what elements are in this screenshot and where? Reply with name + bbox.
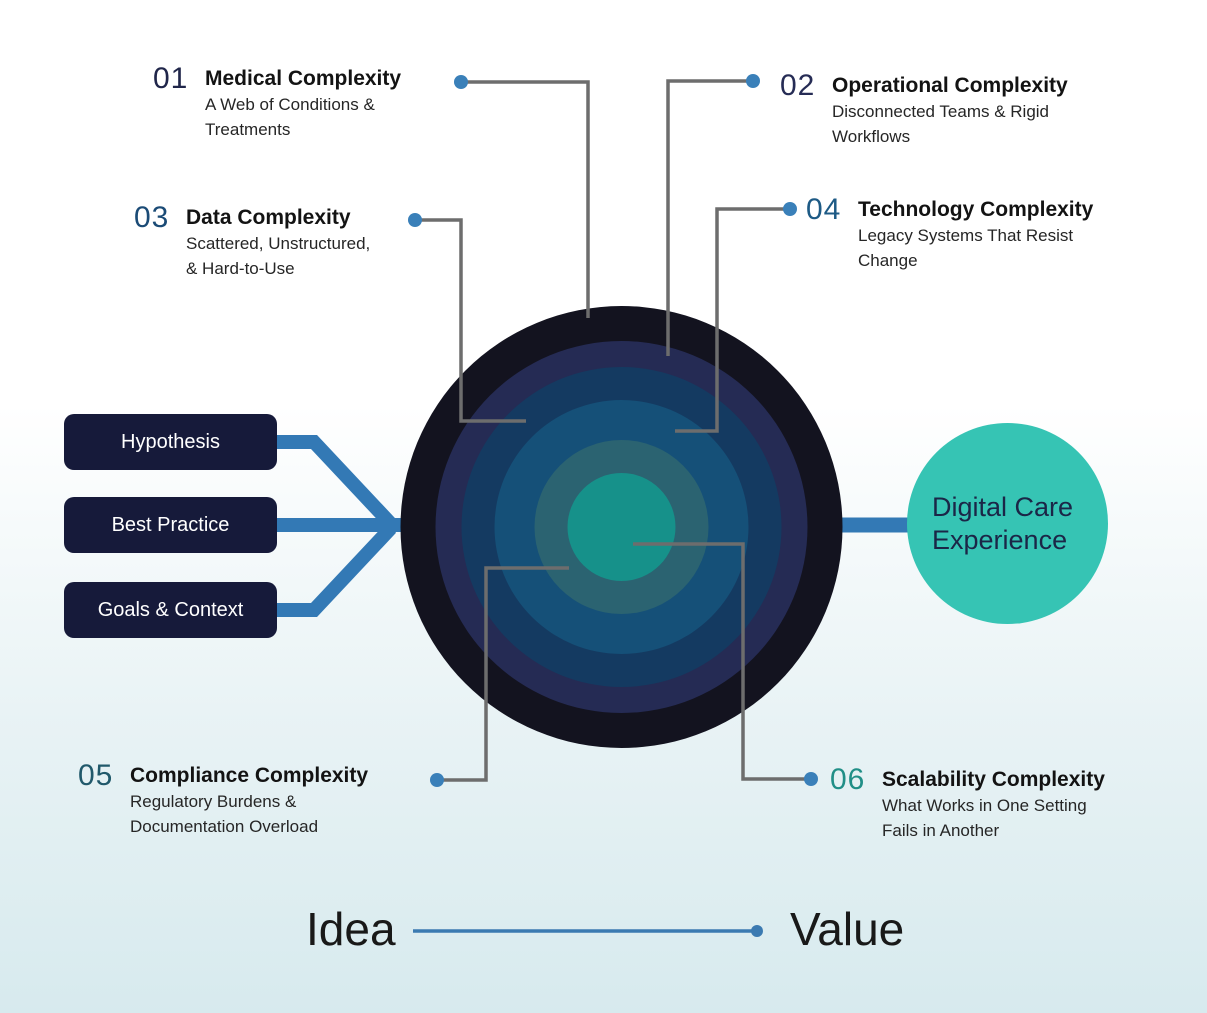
connector-02	[666, 79, 753, 356]
funnel-bottom-line	[277, 523, 397, 617]
flow-end-label: Value	[790, 903, 905, 955]
complexity-03-title: Data Complexity	[186, 206, 351, 229]
idea-value-line-group	[413, 925, 763, 937]
connector-06	[633, 542, 811, 781]
complexity-06-title: Scalability Complexity	[882, 768, 1105, 791]
complexity-04-number: 04	[806, 193, 842, 226]
complexity-02-number: 02	[780, 69, 816, 102]
output-circle-label: Digital Care Experience	[932, 491, 1074, 555]
complexity-label-02: 02 Operational Complexity Disconnected T…	[780, 71, 1068, 149]
connector-01	[461, 80, 590, 318]
input-box-best-practice-label: Best Practice	[111, 513, 230, 536]
callout-dots	[408, 74, 818, 787]
dot-05	[430, 773, 444, 787]
complexity-label-04: 04 Technology Complexity Legacy Systems …	[806, 195, 1093, 273]
flow-start-label: Idea	[306, 903, 396, 955]
connector-04	[675, 207, 790, 433]
output-circle-digital-care-experience: Digital Care Experience	[907, 423, 1108, 624]
input-funnel	[277, 435, 420, 617]
core-scalability-complexity	[567, 473, 676, 581]
connector-03	[415, 218, 526, 423]
connector-05	[437, 566, 569, 782]
complexity-01-subtitle: A Web of Conditions & Treatments	[205, 95, 375, 139]
input-box-goals-context: Goals & Context	[64, 582, 277, 638]
complexity-03-subtitle: Scattered, Unstructured, & Hard-to-Use	[186, 234, 371, 278]
complexity-03-number: 03	[134, 201, 170, 234]
dot-03	[408, 213, 422, 227]
complexity-06-subtitle: What Works in One Setting Fails in Anoth…	[882, 796, 1087, 840]
complexity-04-title: Technology Complexity	[858, 198, 1094, 221]
idea-value-endpoint-dot	[751, 925, 763, 937]
complexity-05-number: 05	[78, 759, 114, 792]
dot-04	[783, 202, 797, 216]
complexity-label-01: 01 Medical Complexity A Web of Condition…	[153, 64, 401, 142]
complexity-02-title: Operational Complexity	[832, 74, 1068, 97]
complexity-01-title: Medical Complexity	[205, 67, 402, 90]
callout-connectors	[415, 79, 811, 782]
complexity-02-subtitle: Disconnected Teams & Rigid Workflows	[832, 102, 1050, 146]
complexity-label-05: 05 Compliance Complexity Regulatory Burd…	[78, 761, 368, 839]
complexity-05-title: Compliance Complexity	[130, 764, 369, 787]
funnel-top-line	[277, 435, 397, 529]
dot-02	[746, 74, 760, 88]
complexity-05-subtitle: Regulatory Burdens & Documentation Overl…	[130, 792, 319, 836]
input-box-best-practice: Best Practice	[64, 497, 277, 553]
complexity-04-subtitle: Legacy Systems That Resist Change	[858, 226, 1074, 270]
complexity-label-06: 06 Scalability Complexity What Works in …	[830, 765, 1105, 843]
complexity-01-number: 01	[153, 62, 189, 95]
input-box-hypothesis: Hypothesis	[64, 414, 277, 470]
dot-06	[804, 772, 818, 786]
input-box-goals-context-label: Goals & Context	[97, 598, 244, 621]
complexity-06-number: 06	[830, 763, 866, 796]
dot-01	[454, 75, 468, 89]
input-box-hypothesis-label: Hypothesis	[121, 430, 220, 453]
complexity-label-03: 03 Data Complexity Scattered, Unstructur…	[134, 203, 370, 281]
